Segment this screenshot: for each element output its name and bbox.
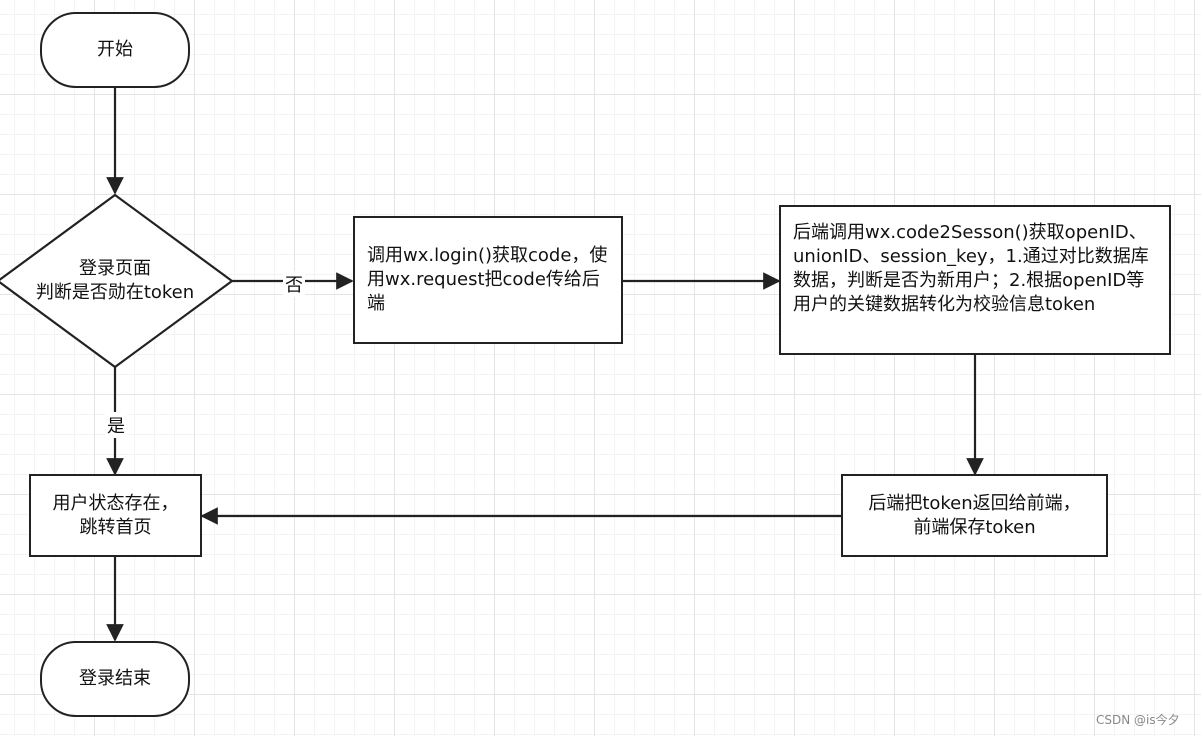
user-exists-line2: 跳转首页 — [79, 517, 152, 538]
backend-label: 后端调用wx.code2Sesson()获取openID、unionID、ses… — [793, 222, 1149, 315]
user-exists-line1: 用户状态存在， — [52, 493, 179, 514]
start-node: 开始 — [40, 12, 190, 88]
end-node: 登录结束 — [40, 641, 190, 717]
decision-label-line1: 登录页面 — [79, 258, 151, 279]
end-label: 登录结束 — [79, 668, 151, 689]
wx-login-label: 调用wx.login()获取code，使用wx.request把code传给后端 — [367, 245, 608, 314]
decision-label: 登录页面 判断是否勋在token — [20, 257, 210, 305]
return-token-line1: 后端把token返回给前端， — [868, 493, 1081, 514]
decision-label-line2: 判断是否勋在token — [35, 282, 195, 303]
backend-node: 后端调用wx.code2Sesson()获取openID、unionID、ses… — [779, 205, 1171, 355]
return-token-line2: 前端保存token — [913, 517, 1036, 538]
wx-login-node: 调用wx.login()获取code，使用wx.request把code传给后端 — [353, 216, 623, 344]
return-token-node: 后端把token返回给前端， 前端保存token — [841, 474, 1108, 557]
start-label: 开始 — [97, 39, 133, 60]
watermark: CSDN @is今夕 — [1096, 713, 1180, 727]
user-exists-node: 用户状态存在， 跳转首页 — [29, 474, 202, 557]
edge-label-yes: 是 — [105, 412, 127, 438]
decision-diamond — [0, 193, 234, 369]
edge-label-no: 否 — [283, 271, 305, 297]
